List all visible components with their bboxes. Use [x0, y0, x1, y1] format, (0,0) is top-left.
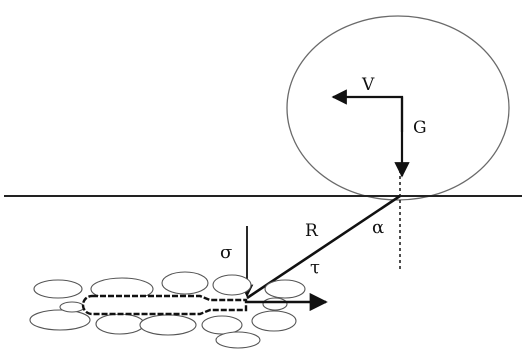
wheel-circle	[286, 15, 510, 201]
velocity-label: V	[361, 75, 375, 95]
resultant-line	[246, 194, 401, 300]
crack-channel	[81, 294, 248, 316]
aggregate-stones	[29, 271, 306, 349]
normal-stress-label: σ	[220, 242, 232, 263]
weight-label: G	[413, 118, 427, 138]
shear-stress-label: τ	[310, 257, 320, 278]
angle-label: α	[372, 217, 384, 238]
resultant-label: R	[305, 221, 319, 241]
velocity-arrow	[331, 89, 404, 132]
